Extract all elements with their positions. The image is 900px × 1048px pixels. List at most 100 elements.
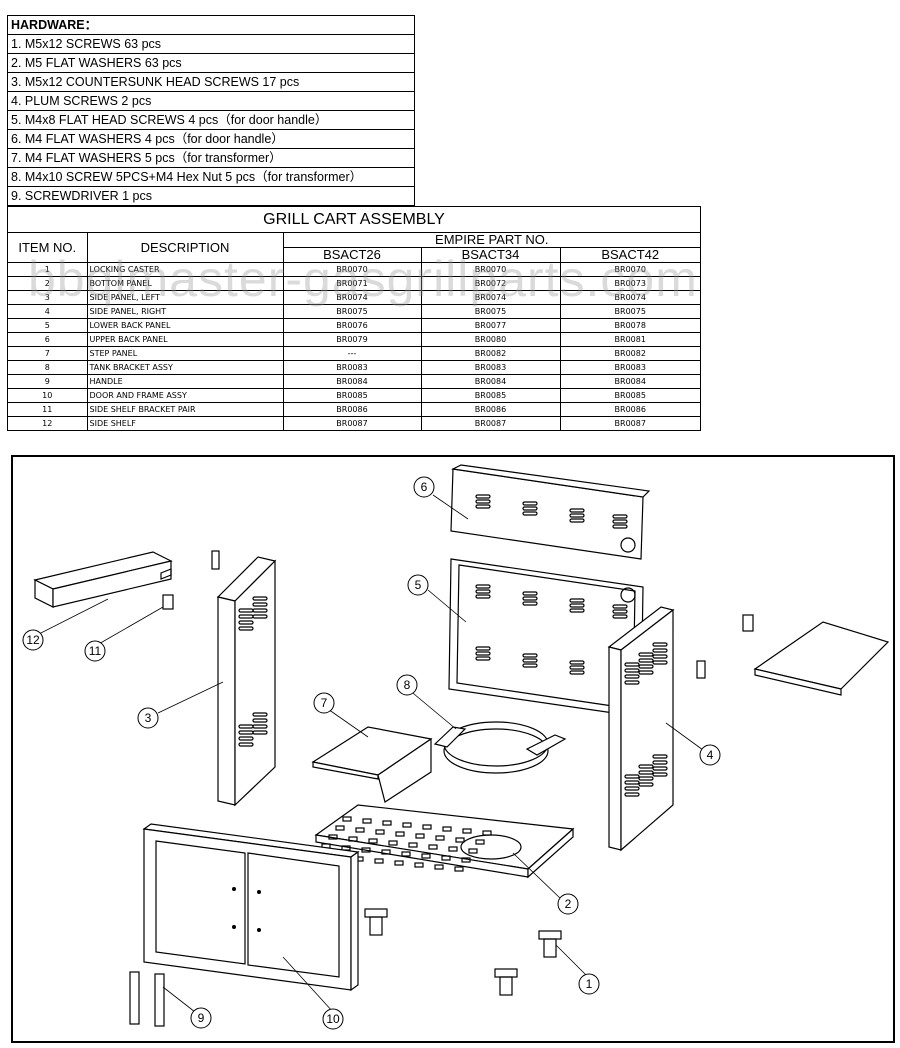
callout-number: 6 — [421, 480, 428, 494]
callout-number: 8 — [404, 678, 411, 692]
col-desc-header: DESCRIPTION — [86, 233, 284, 263]
part-number: BR0074 — [282, 290, 422, 305]
callout-number: 7 — [321, 696, 328, 710]
callout-number: 9 — [198, 1011, 205, 1025]
item-no: 3 — [8, 290, 88, 305]
model-header: BSACT42 — [559, 247, 700, 263]
bottom-panel — [314, 804, 575, 879]
item-no: 11 — [8, 402, 88, 417]
part-number: BR0086 — [420, 402, 561, 417]
part-number: BR0085 — [559, 388, 700, 403]
caster — [538, 930, 562, 958]
callout-10: 10 — [322, 1008, 344, 1030]
right-side-shelf — [753, 621, 890, 696]
part-description: UPPER BACK PANEL — [86, 332, 284, 347]
part-number: BR0080 — [420, 332, 561, 347]
part-number: BR0084 — [282, 374, 422, 389]
hardware-item: 4. PLUM SCREWS 2 pcs — [8, 91, 414, 110]
caster — [364, 908, 388, 936]
part-number: BR0084 — [420, 374, 561, 389]
part-description: HANDLE — [86, 374, 284, 389]
part-number: BR0085 — [420, 388, 561, 403]
hardware-item: 2. M5 FLAT WASHERS 63 pcs — [8, 53, 414, 72]
callout-5: 5 — [407, 574, 429, 596]
part-number: BR0070 — [420, 262, 561, 277]
part-number: BR0083 — [559, 360, 700, 375]
callout-number: 1 — [586, 977, 593, 991]
part-number: BR0082 — [559, 346, 700, 361]
item-no: 6 — [8, 332, 88, 347]
bracket-piece — [162, 594, 174, 610]
part-number: BR0075 — [282, 304, 422, 319]
item-no: 8 — [8, 360, 88, 375]
hardware-item: 7. M4 FLAT WASHERS 5 pcs（for transformer… — [8, 148, 414, 167]
part-description: SIDE PANEL, LEFT — [86, 290, 284, 305]
callout-number: 12 — [26, 633, 40, 647]
part-description: BOTTOM PANEL — [86, 276, 284, 291]
part-number: BR0081 — [559, 332, 700, 347]
part-description: LOWER BACK PANEL — [86, 318, 284, 333]
callout-12: 12 — [22, 629, 44, 651]
hardware-item: 3. M5x12 COUNTERSUNK HEAD SCREWS 17 pcs — [8, 72, 414, 91]
part-number: BR0075 — [420, 304, 561, 319]
hardware-item: 8. M4x10 SCREW 5PCS+M4 Hex Nut 5 pcs（for… — [8, 167, 414, 186]
part-number: BR0087 — [420, 416, 561, 430]
part-description: SIDE SHELF — [86, 416, 284, 430]
part-number: BR0083 — [282, 360, 422, 375]
part-description: SIDE SHELF BRACKET PAIR — [86, 402, 284, 417]
part-number: BR0086 — [559, 402, 700, 417]
part-number: BR0087 — [282, 416, 422, 430]
part-number: BR0070 — [282, 262, 422, 277]
callout-1: 1 — [578, 973, 600, 995]
callout-number: 2 — [565, 897, 572, 911]
callout-8: 8 — [396, 674, 418, 696]
part-number: BR0084 — [559, 374, 700, 389]
item-no: 10 — [8, 388, 88, 403]
part-number: BR0070 — [559, 262, 700, 277]
hardware-item: 1. M5x12 SCREWS 63 pcs — [8, 34, 414, 53]
part-number: BR0075 — [559, 304, 700, 319]
bracket-piece — [742, 614, 754, 632]
part-description: SIDE PANEL, RIGHT — [86, 304, 284, 319]
model-header: BSACT26 — [283, 247, 422, 263]
item-no: 2 — [8, 276, 88, 291]
callout-number: 4 — [707, 748, 714, 762]
hardware-item: 9. SCREWDRIVER 1 pcs — [8, 186, 414, 205]
part-number: BR0079 — [282, 332, 422, 347]
callout-4: 4 — [699, 744, 721, 766]
door-handle — [154, 973, 165, 1027]
caster — [494, 968, 518, 996]
model-header: BSACT34 — [420, 247, 561, 263]
part-number: BR0087 — [559, 416, 700, 430]
parts-table: GRILL CART ASSEMBLY ITEM NO. DESCRIPTION… — [7, 206, 701, 431]
hardware-title: HARDWARE： — [11, 18, 98, 32]
tank-bracket — [433, 721, 567, 774]
part-number: --- — [282, 346, 422, 361]
part-number: BR0086 — [282, 402, 422, 417]
part-number: BR0085 — [282, 388, 422, 403]
item-no: 5 — [8, 318, 88, 333]
callout-7: 7 — [313, 692, 335, 714]
left-side-panel — [216, 556, 277, 807]
part-number: BR0082 — [420, 346, 561, 361]
step-panel — [311, 726, 433, 803]
part-number: BR0071 — [282, 276, 422, 291]
callout-number: 5 — [415, 578, 422, 592]
part-description: LOCKING CASTER — [86, 262, 284, 277]
item-no: 4 — [8, 304, 88, 319]
part-number: BR0074 — [559, 290, 700, 305]
left-side-shelf — [33, 551, 173, 608]
part-description: DOOR AND FRAME ASSY — [86, 388, 284, 403]
bracket-piece — [211, 550, 220, 570]
part-number: BR0074 — [420, 290, 561, 305]
